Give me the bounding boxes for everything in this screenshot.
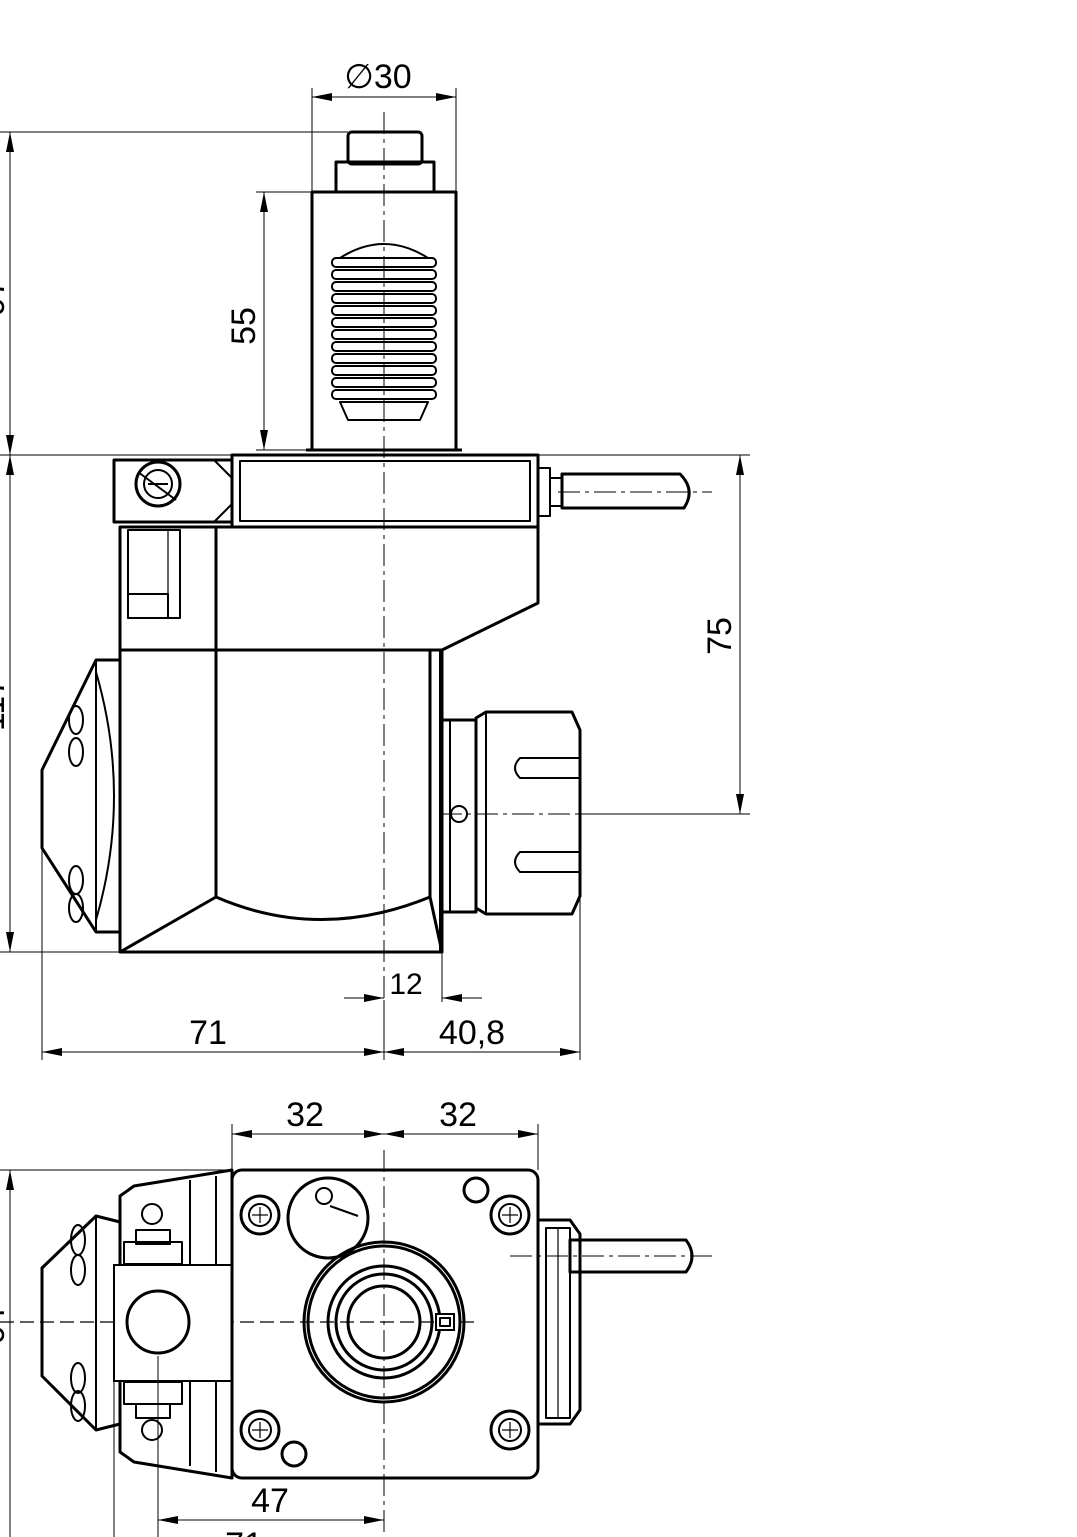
top-extension-lines — [0, 1124, 539, 1537]
dim-half-width-right: 32 — [439, 1096, 477, 1134]
side-view: ∅30 55 97 117 75 12 71 40,8 — [0, 58, 750, 1060]
dim-width-left: 71 — [189, 1014, 227, 1052]
top-main-plate — [230, 1168, 540, 1480]
upper-housing — [118, 525, 540, 652]
left-nose — [40, 658, 122, 934]
dim-offset-12: 12 — [389, 968, 422, 1001]
top-flange — [112, 453, 540, 529]
dim-shank-length: 55 — [225, 307, 263, 345]
shank — [306, 190, 462, 452]
side-pin — [537, 467, 691, 517]
dim-shank-diameter: ∅30 — [344, 58, 411, 96]
top-dimension-lines — [6, 1130, 538, 1537]
side-dimension-lines — [6, 93, 744, 1056]
dim-half-width-left: 32 — [286, 1096, 324, 1134]
top-left-nose — [40, 1214, 122, 1432]
top-left-body — [113, 1168, 234, 1480]
dim-offset-71: 71 — [225, 1526, 263, 1537]
shank-ribs — [331, 243, 437, 421]
dim-width-right: 40,8 — [439, 1014, 505, 1052]
dim-body-height: 117 — [0, 677, 12, 731]
main-housing — [118, 648, 444, 954]
dim-height-upper: 97 — [0, 278, 12, 316]
shank-cap — [334, 130, 436, 194]
dim-top-height: 64 — [0, 1307, 12, 1345]
side-extension-lines — [0, 88, 750, 1060]
top-view: 32 32 64 47 71 — [0, 1096, 712, 1537]
spindle-collet — [440, 710, 582, 916]
dim-spindle-height: 75 — [701, 617, 739, 655]
top-right-side — [536, 1218, 694, 1426]
dim-offset-47: 47 — [251, 1482, 289, 1520]
